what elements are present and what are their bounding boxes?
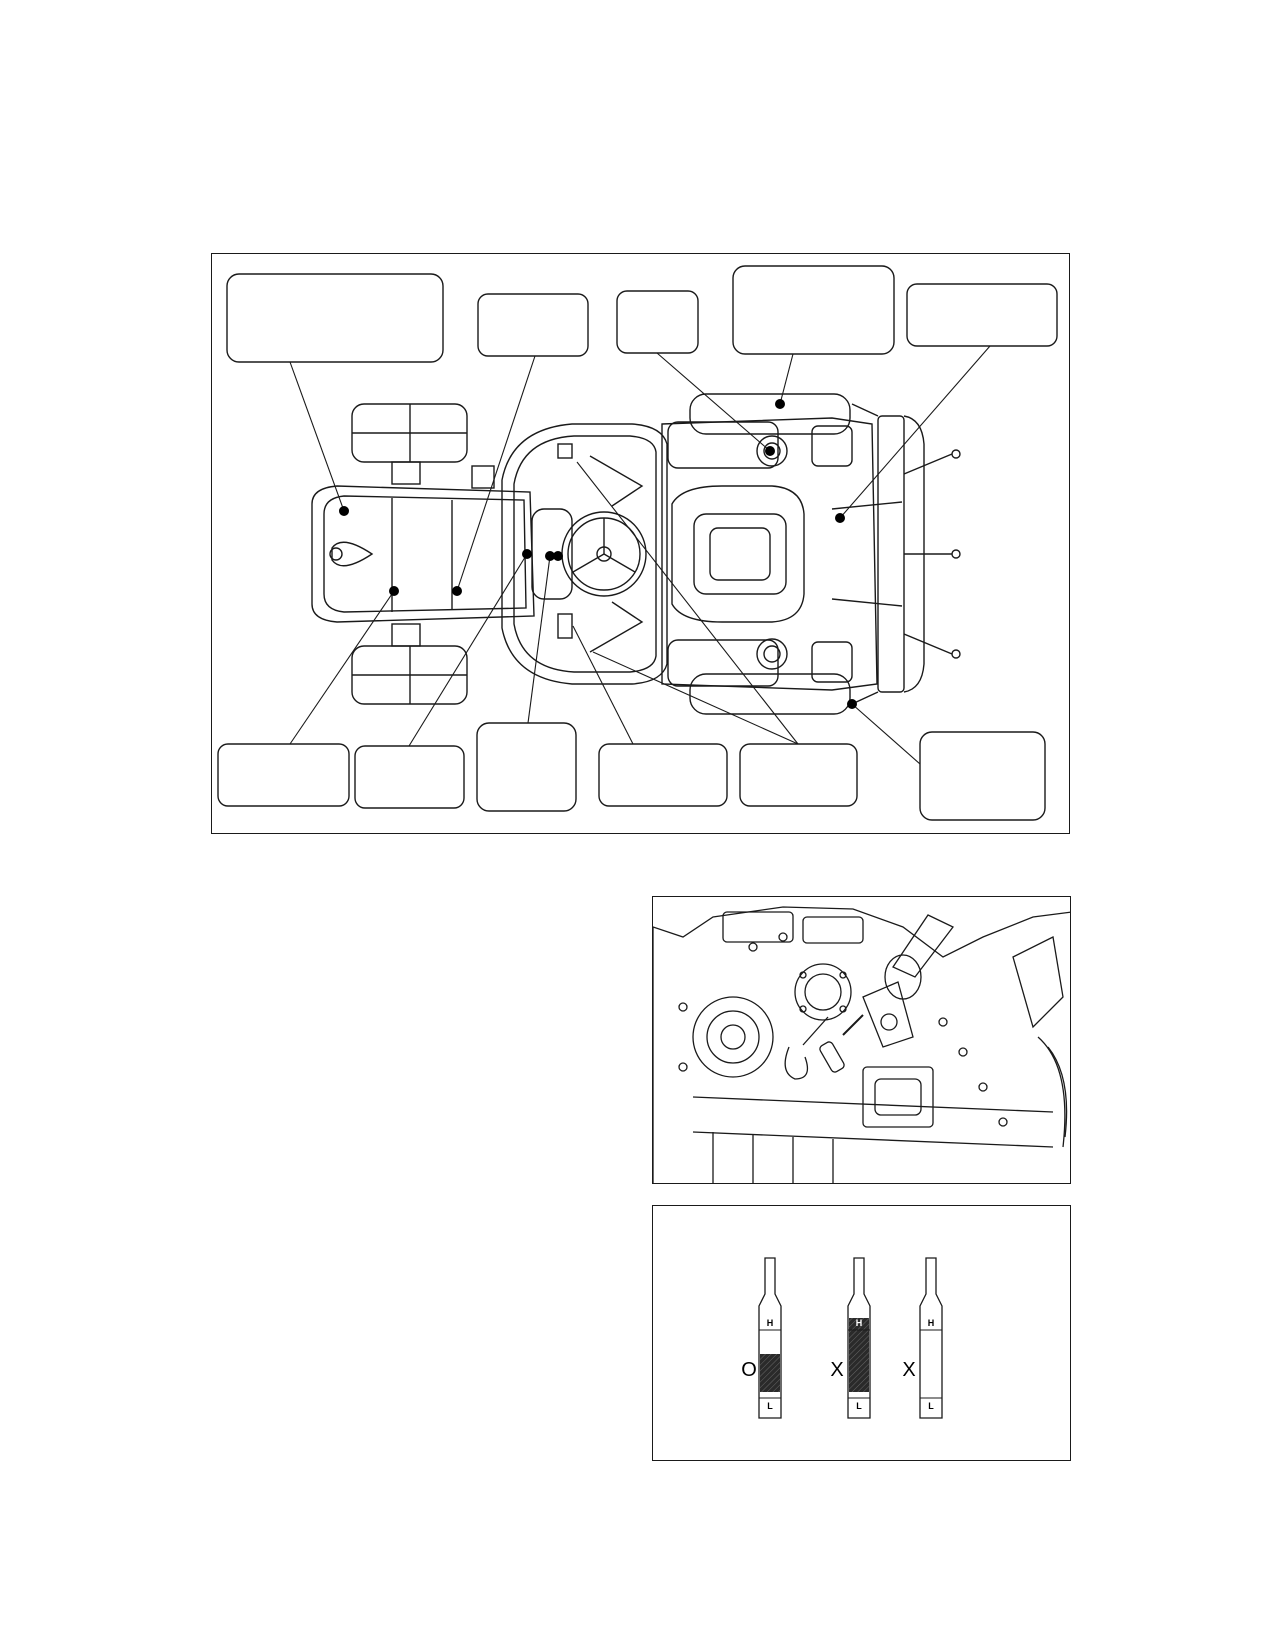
callout-box xyxy=(354,745,465,809)
gauge-low-label: L xyxy=(928,1401,934,1411)
gauge-fill xyxy=(760,1354,780,1392)
level-gauge-drawing: H L O H L X H L X xyxy=(741,1257,943,1419)
gauge-correct: H L O xyxy=(741,1257,782,1419)
level-gauge-figure: H L O H L X H L X xyxy=(652,1205,1071,1461)
callout-box xyxy=(906,283,1058,347)
callout-box xyxy=(732,265,895,355)
callout-box xyxy=(598,743,728,807)
gauge-ng-mark: X xyxy=(902,1359,915,1381)
callout-box xyxy=(739,743,858,807)
gauge-ng-mark: X xyxy=(830,1359,843,1381)
gauge-low: H L X xyxy=(902,1257,943,1419)
tractor-top-view-drawing xyxy=(217,265,1058,821)
callout-box xyxy=(477,293,589,357)
gauge-low-label: L xyxy=(767,1401,773,1411)
tractor-top-view-figure xyxy=(211,253,1070,834)
gauge-high-label: H xyxy=(928,1318,935,1328)
gauge-fill xyxy=(849,1318,869,1392)
callout-box xyxy=(217,743,350,807)
callout-box xyxy=(226,273,444,363)
gauge-high-label: H xyxy=(856,1318,863,1328)
leader-lines xyxy=(289,345,991,765)
callout-box xyxy=(616,290,699,354)
engine-view-figure xyxy=(652,896,1071,1184)
callout-points xyxy=(339,399,857,709)
gauge-high-label: H xyxy=(767,1318,774,1328)
callout-box xyxy=(919,731,1046,821)
gauge-ok-mark: O xyxy=(741,1359,757,1381)
gauge-overfilled: H L X xyxy=(830,1257,871,1419)
gauge-low-label: L xyxy=(856,1401,862,1411)
callout-box xyxy=(476,722,577,812)
engine-drawing xyxy=(653,906,1070,1183)
